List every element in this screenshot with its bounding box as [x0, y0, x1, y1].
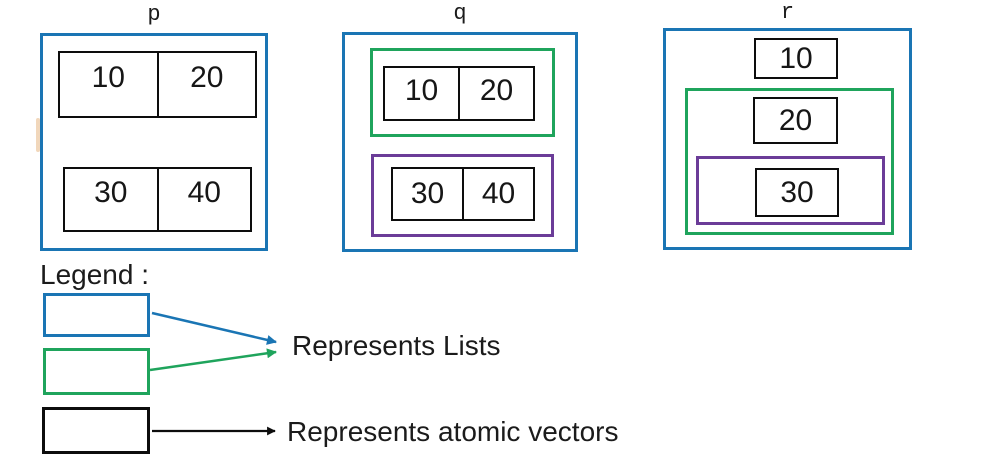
atomic-vector-r3: 30 — [755, 168, 839, 217]
vector-cell: 30 — [410, 177, 445, 210]
smudge-artifact — [36, 118, 40, 152]
sublist-box-q1: 10 20 — [370, 48, 555, 137]
legend-swatch-blue-list — [43, 293, 150, 337]
list-box-q: 10 20 30 40 — [342, 32, 578, 252]
vector-cell: 40 — [462, 169, 533, 219]
list-box-p: 10 20 30 40 — [40, 33, 268, 251]
atomic-vector-p1: 10 20 — [58, 51, 257, 118]
vector-cell: 20 — [156, 53, 256, 116]
vector-cell: 20 — [458, 68, 533, 119]
legend-atomic-label: Represents atomic vectors — [287, 416, 619, 447]
atomic-vector-p2: 30 40 — [63, 167, 252, 232]
list-box-r: 10 20 30 — [663, 28, 912, 250]
panel-p-title: p — [147, 2, 161, 27]
vector-cell: 10 — [91, 60, 125, 94]
vector-cell: 30 — [94, 175, 128, 209]
green-arrow — [149, 348, 277, 372]
panel-r-title: r — [780, 0, 795, 25]
sublist-box-r1: 20 30 — [685, 88, 894, 235]
vector-cell: 40 — [156, 169, 251, 230]
atomic-vector-q2: 30 40 — [391, 167, 535, 221]
legend-title: Legend : — [40, 259, 149, 290]
legend-swatch-atomic-vector — [42, 407, 150, 454]
legend-swatch-green-list — [43, 348, 150, 395]
atomic-vector-r2: 20 — [753, 97, 838, 144]
blue-arrow — [151, 311, 277, 345]
legend-lists-label: Represents Lists — [292, 330, 501, 361]
atomic-vector-q1: 10 20 — [383, 66, 535, 121]
atomic-vector-r1: 10 — [754, 38, 838, 79]
vector-cell: 10 — [404, 73, 439, 107]
sublist-box-q2: 30 40 — [371, 154, 554, 237]
panel-q-title: q — [453, 1, 467, 26]
sublist-box-r2: 30 — [696, 156, 885, 225]
